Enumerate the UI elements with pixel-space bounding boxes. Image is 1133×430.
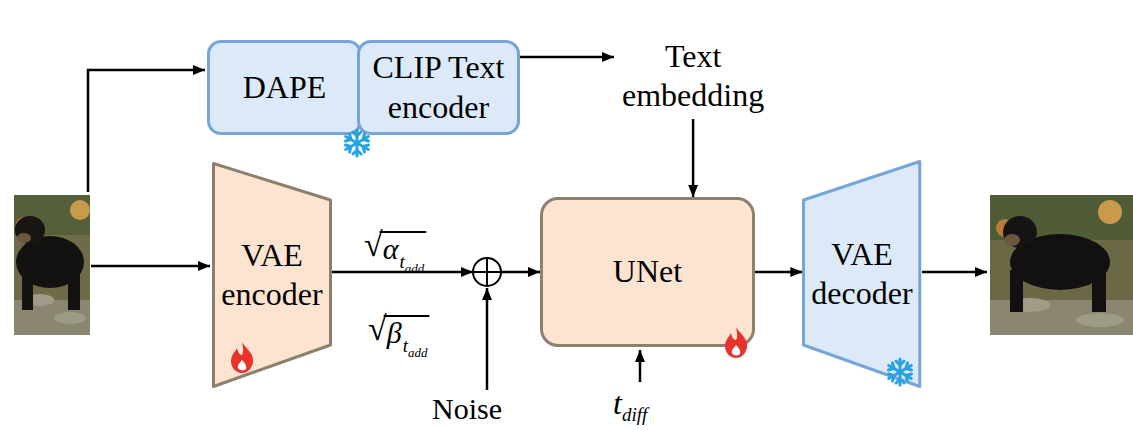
math-symbol: t	[613, 387, 622, 419]
frozen-module: DAPE	[207, 40, 362, 135]
arrow-head	[461, 267, 473, 277]
math-symbol: α	[383, 234, 399, 264]
embedding-label: Text embedding	[614, 33, 772, 119]
radical-bar	[384, 315, 430, 317]
trainable-encoder: VAE encoder	[212, 162, 332, 388]
radical-bar	[380, 231, 427, 233]
sum-symbol	[486, 258, 488, 286]
flow-arrow	[755, 271, 802, 274]
flow-arrow	[520, 56, 614, 59]
node-text: Text embedding	[622, 37, 764, 115]
input-photo	[14, 195, 90, 335]
sum-symbol	[473, 258, 501, 286]
math-symbol: β	[387, 318, 402, 348]
timestep-wire	[639, 350, 642, 382]
trapezoid-outline	[214, 164, 331, 387]
subscript: diff	[622, 405, 647, 424]
trapezoid-outline	[802, 160, 921, 388]
noise-wire	[486, 288, 489, 390]
flow-arrow	[332, 271, 540, 274]
node-text: DAPE	[243, 68, 327, 107]
input-wire	[91, 265, 210, 268]
node-text: VAE decoder	[811, 235, 912, 313]
trainable-module: UNet	[540, 197, 755, 347]
node-text: VAE encoder	[221, 236, 322, 314]
node-text: CLIP Text encoder	[366, 48, 511, 126]
radical-sign: √	[364, 228, 383, 262]
output-wire	[922, 271, 987, 274]
frozen-module: CLIP Text encoder	[357, 40, 520, 135]
input-label: Noise	[432, 394, 502, 424]
input-wire	[88, 70, 205, 192]
trapezoid-outline	[212, 162, 332, 388]
trapezoid-outline	[804, 162, 920, 387]
subscript: t	[403, 336, 408, 355]
radical-sign: √	[368, 312, 387, 346]
output-photo	[990, 195, 1133, 335]
subscript: add	[405, 262, 425, 275]
subscript: t	[399, 252, 404, 271]
frozen-decoder: VAE decoder	[802, 160, 921, 388]
flow-arrow	[692, 119, 695, 197]
node-text: UNet	[613, 252, 682, 291]
subscript: add	[408, 346, 428, 359]
